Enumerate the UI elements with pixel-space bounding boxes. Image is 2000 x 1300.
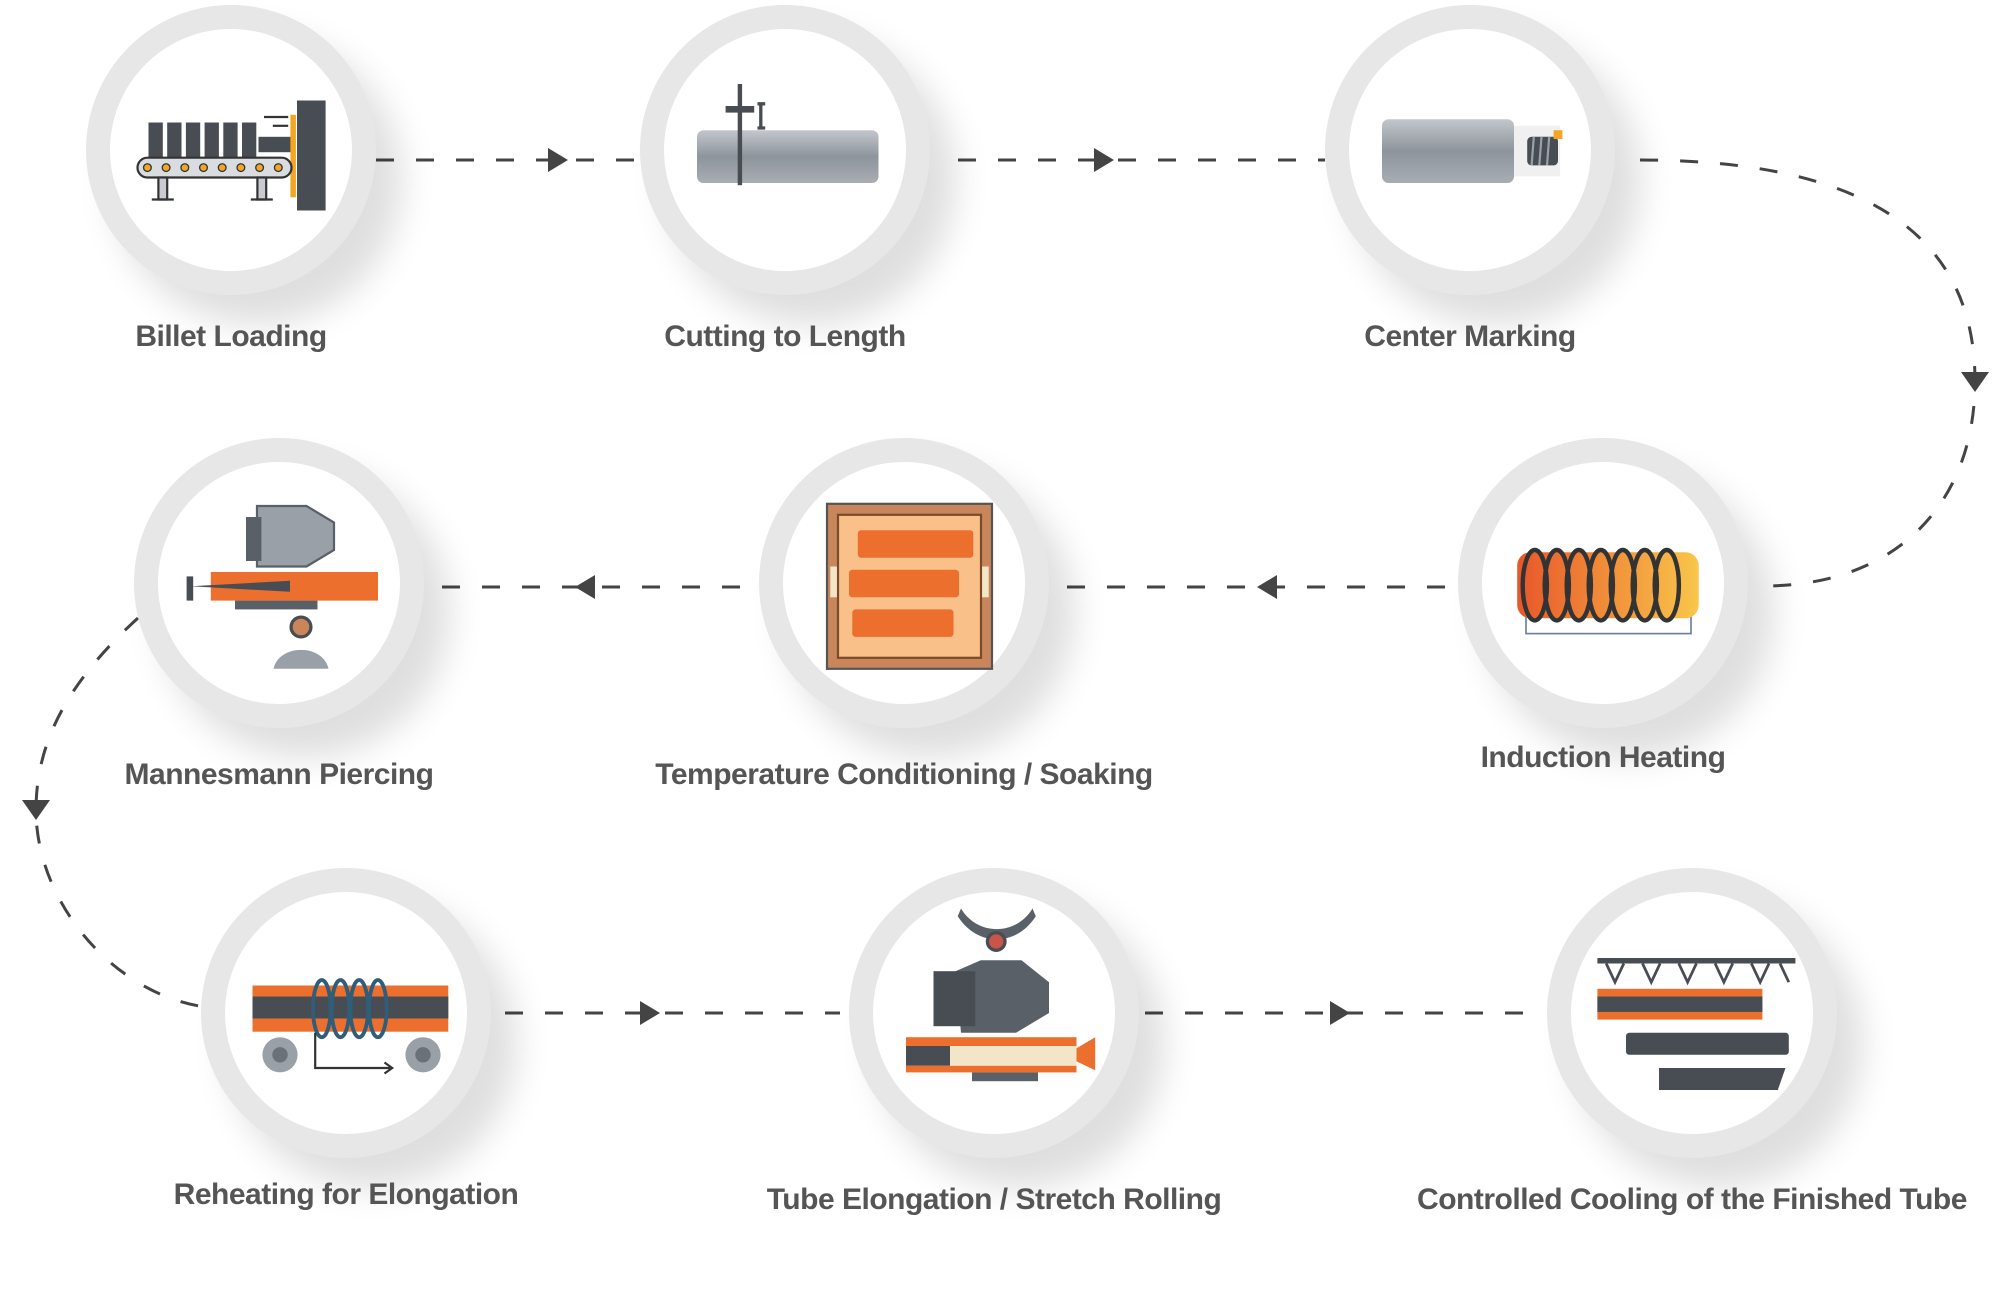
- arrow-left-icon: [1257, 575, 1277, 599]
- arrow-right-icon: [640, 1001, 660, 1025]
- step-label: Billet Loading: [135, 320, 327, 353]
- soaking-furnace-icon: [825, 502, 994, 670]
- piercing-mill-icon: [186, 504, 378, 669]
- step-label: Center Marking: [1364, 320, 1576, 353]
- step-circle: [759, 438, 1049, 728]
- billet-conveyor-icon: [136, 100, 326, 211]
- step-label: Cutting to Length: [664, 320, 906, 353]
- arrow-right-icon: [1330, 1001, 1350, 1025]
- step-label: Reheating for Elongation: [173, 1178, 519, 1211]
- arrow-down-icon: [1961, 372, 1989, 392]
- step-circle: [849, 868, 1139, 1158]
- cooling-spray-icon: [1597, 958, 1796, 1090]
- step-circle: [1547, 868, 1837, 1158]
- arrow-right-icon: [1094, 148, 1114, 172]
- induction-coil-icon: [1517, 547, 1699, 635]
- step-circle: [201, 868, 491, 1158]
- step-circle: [1325, 5, 1615, 295]
- step-circle: [86, 5, 376, 295]
- step-label: Mannesmann Piercing: [124, 758, 434, 791]
- step-label: Controlled Cooling of the Finished Tube: [1417, 1183, 1967, 1216]
- arrow-down-icon: [22, 800, 50, 820]
- step-circle: [640, 5, 930, 295]
- step-label: Induction Heating: [1480, 741, 1726, 774]
- connector-6-7: [34, 616, 200, 1008]
- center-drill-icon: [1382, 119, 1563, 183]
- step-circle: [134, 438, 424, 728]
- saw-cut-icon: [697, 84, 879, 186]
- stretch-rolling-icon: [906, 908, 1096, 1082]
- step-label: Temperature Conditioning / Soaking: [655, 758, 1153, 791]
- step-label: Tube Elongation / Stretch Rolling: [766, 1183, 1222, 1216]
- arrow-left-icon: [575, 575, 595, 599]
- arrow-right-icon: [548, 148, 568, 172]
- reheating-coil-icon: [252, 978, 449, 1075]
- step-circle: [1458, 438, 1748, 728]
